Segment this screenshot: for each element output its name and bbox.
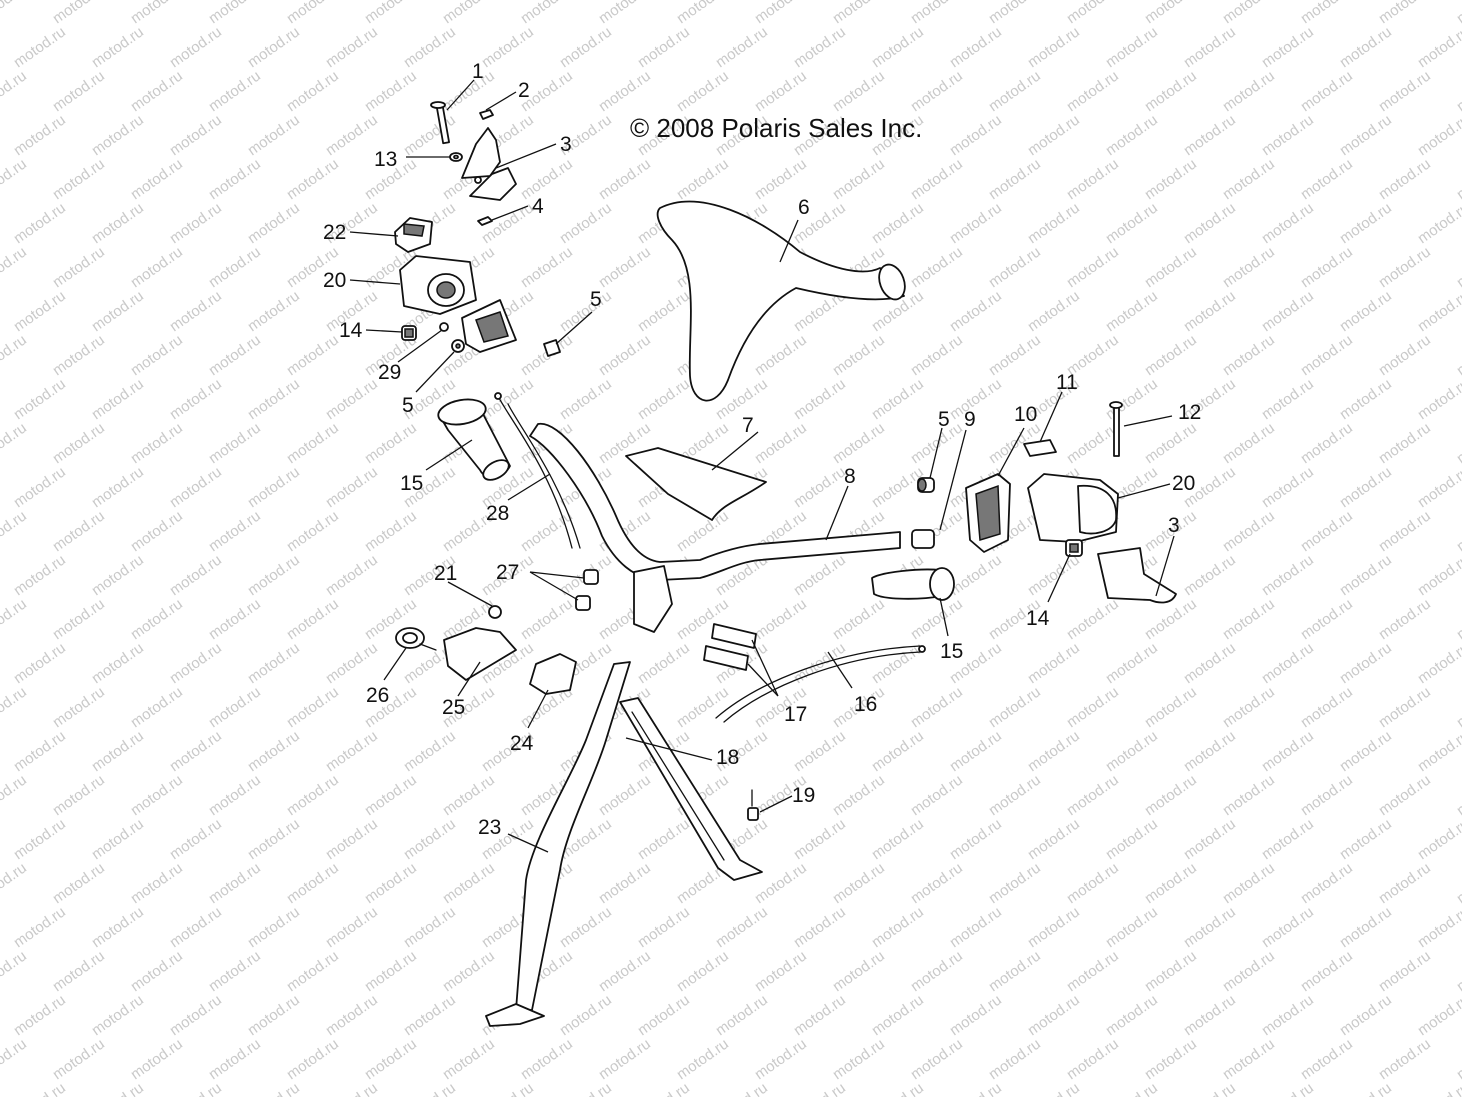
callout-16: 16 (854, 693, 877, 716)
callout-20-left: 20 (323, 269, 346, 292)
part-pad-6 (656, 200, 906, 402)
callout-13: 13 (374, 148, 397, 171)
part-screw-5-c (917, 477, 935, 493)
callout-10: 10 (1014, 403, 1037, 426)
callout-9: 9 (964, 408, 976, 431)
callout-29: 29 (378, 361, 401, 384)
callout-14-left: 14 (339, 319, 363, 342)
part-handlebar-8 (529, 423, 901, 633)
part-grip-15-right (871, 567, 955, 601)
part-post-23 (485, 661, 631, 1027)
callout-5-left: 5 (402, 394, 414, 417)
part-screw-5-a (451, 339, 465, 353)
watermark-text: motod.ru (1454, 0, 1462, 27)
callout-6: 6 (798, 196, 810, 219)
callout-26: 26 (366, 684, 389, 707)
part-housing-20-right (1027, 473, 1119, 543)
leader-lines (349, 79, 1175, 853)
callout-15-right: 15 (940, 640, 963, 663)
callout-numbers: 1 2 13 3 4 22 20 14 5 29 5 6 15 28 7 8 5… (323, 60, 1201, 839)
callout-12: 12 (1178, 401, 1201, 424)
callout-22: 22 (323, 221, 346, 244)
part-nut-2 (479, 109, 494, 120)
part-sleeve-9 (911, 529, 935, 549)
callout-19: 19 (792, 784, 815, 807)
part-washer-29 (439, 322, 449, 332)
callout-2: 2 (518, 79, 530, 102)
callout-4: 4 (532, 195, 544, 218)
part-washer-13 (449, 152, 463, 162)
part-pin-12 (1109, 401, 1123, 457)
part-cap-22 (394, 217, 433, 253)
part-housing-20-left (399, 255, 477, 315)
callout-8: 8 (844, 465, 856, 488)
part-screw-19 (747, 789, 759, 821)
callout-3-top: 3 (560, 133, 572, 156)
callout-7: 7 (742, 414, 754, 437)
callout-24: 24 (510, 732, 534, 755)
parts (394, 101, 1177, 1027)
part-grip-15-left (437, 398, 511, 481)
part-nut-14-left (401, 325, 417, 341)
part-nut-21 (488, 605, 502, 619)
part-bolt-1 (430, 101, 450, 145)
part-trim-7 (625, 447, 767, 521)
part-clamp-ring-26 (395, 627, 437, 651)
part-nuts-27 (575, 569, 599, 611)
part-clip-24 (529, 653, 577, 695)
part-clamp-3-left (461, 127, 517, 201)
callout-5-right: 5 (938, 408, 950, 431)
part-pins-17 (703, 623, 757, 671)
part-bracket-25 (443, 627, 517, 681)
part-cable-16 (715, 645, 926, 723)
callout-21: 21 (434, 562, 457, 585)
callout-14-right: 14 (1026, 607, 1050, 630)
callout-23: 23 (478, 816, 501, 839)
part-nut-4 (477, 216, 493, 226)
callout-1: 1 (472, 60, 484, 83)
part-nut-14-right (1065, 539, 1083, 557)
part-block-11 (1023, 439, 1057, 457)
callout-3-right: 3 (1168, 514, 1180, 537)
callout-5-upper-right: 5 (590, 288, 602, 311)
callout-20-right: 20 (1172, 472, 1195, 495)
callout-18: 18 (716, 746, 739, 769)
callout-11: 11 (1056, 371, 1078, 394)
callout-15-left: 15 (400, 472, 423, 495)
part-switch-plate-10 (965, 473, 1011, 553)
callout-17: 17 (784, 703, 807, 726)
part-strip-18 (619, 697, 763, 881)
callout-25: 25 (442, 696, 465, 719)
copyright-notice: © 2008 Polaris Sales Inc. (630, 113, 922, 143)
part-cover-plate (461, 299, 517, 353)
callout-27: 27 (496, 561, 519, 584)
part-cable-28 (494, 392, 581, 549)
callout-28: 28 (486, 502, 509, 525)
